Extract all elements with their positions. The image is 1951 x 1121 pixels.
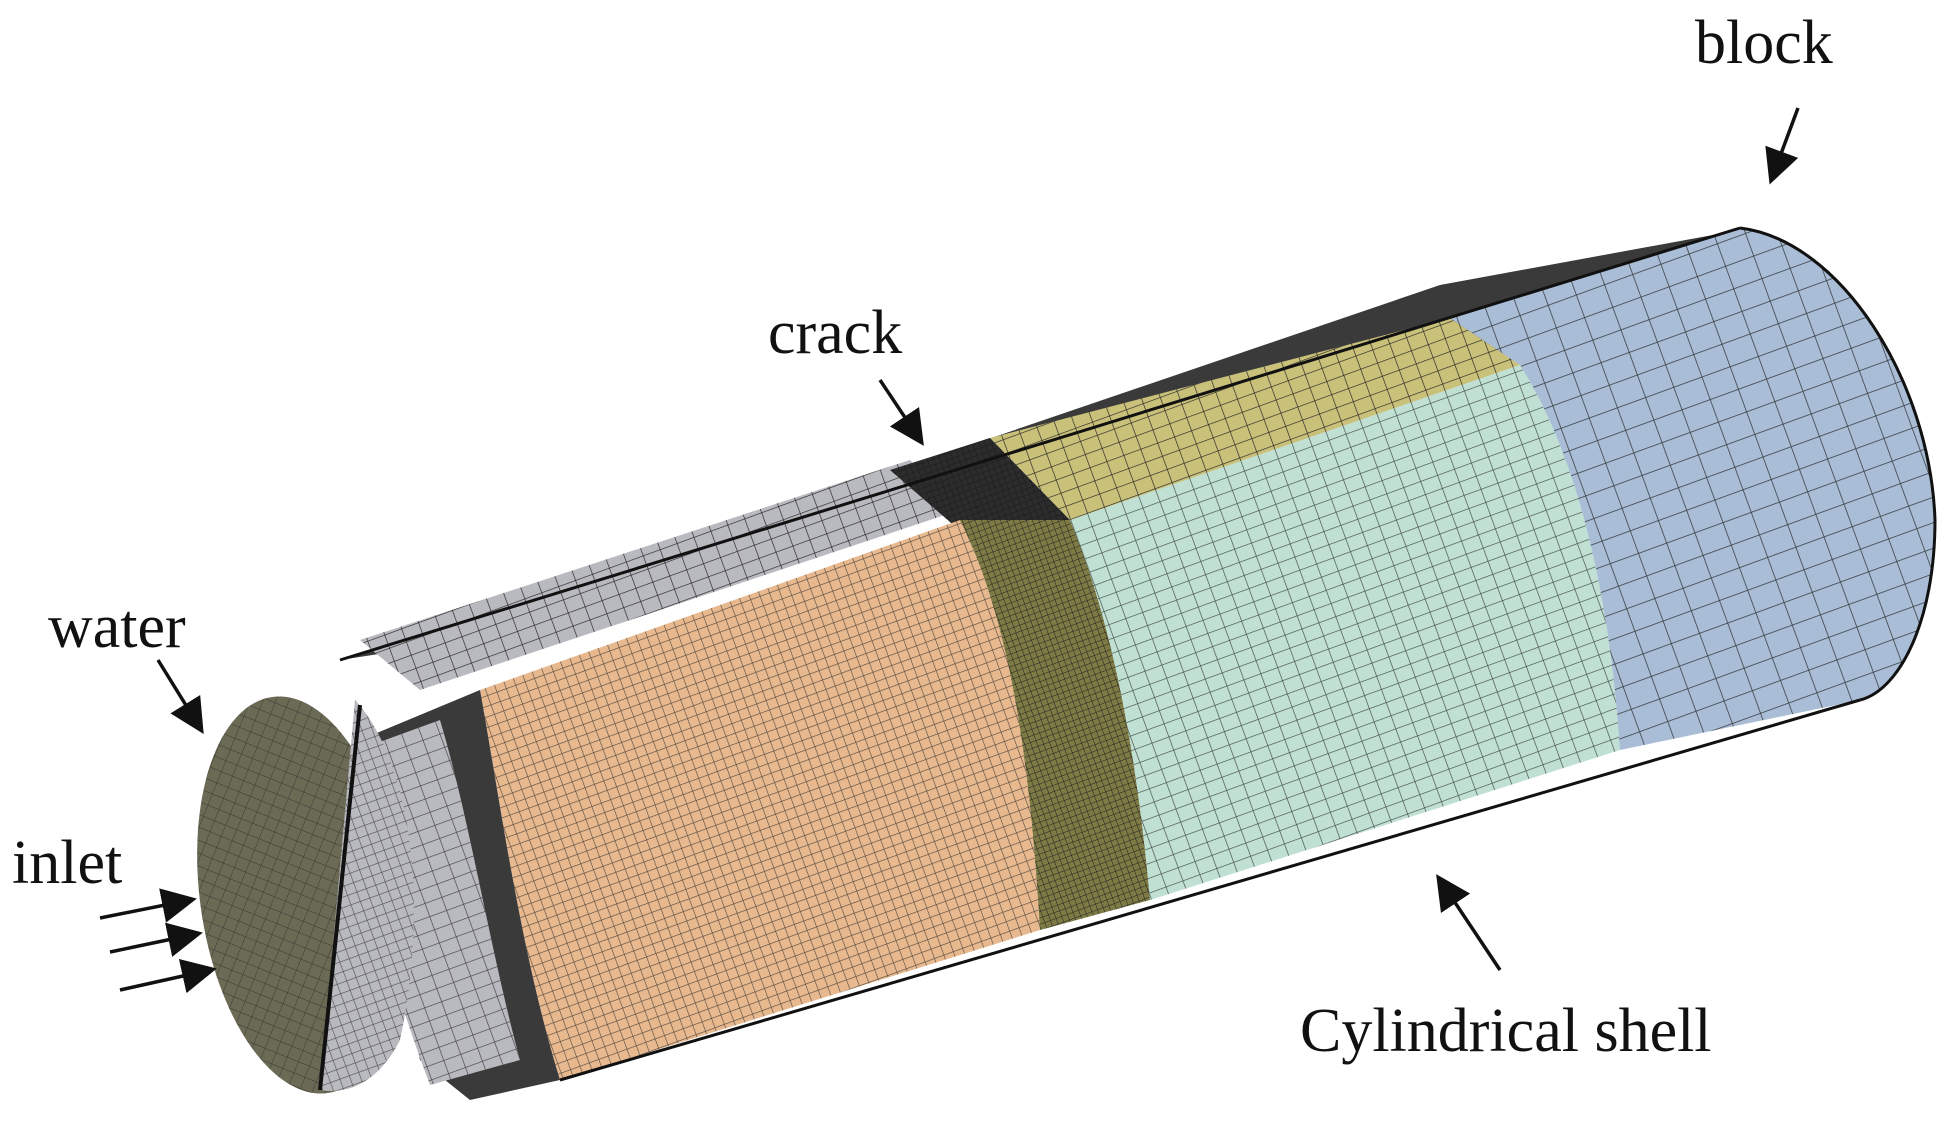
crack-arrow bbox=[878, 379, 924, 446]
label-inlet: inlet bbox=[12, 829, 123, 897]
shell-arrow bbox=[1436, 874, 1502, 971]
annotation-arrows bbox=[99, 107, 1800, 994]
shell-segment-orange bbox=[480, 520, 1040, 1080]
crack-band bbox=[960, 520, 1150, 930]
inlet-arrow-1 bbox=[99, 888, 197, 923]
block-region bbox=[1450, 228, 1935, 750]
label-block: block bbox=[1695, 9, 1833, 77]
label-cylindrical-shell: Cylindrical shell bbox=[1300, 997, 1712, 1065]
block-arrow bbox=[1765, 107, 1800, 185]
inlet-arrow-2 bbox=[109, 922, 203, 957]
water-inlet-face bbox=[197, 696, 414, 1094]
label-crack: crack bbox=[768, 299, 903, 367]
body-outline bbox=[339, 226, 1937, 1082]
label-water: water bbox=[48, 593, 186, 661]
shell-segment-green bbox=[1070, 365, 1620, 900]
water-arrow bbox=[156, 659, 204, 734]
inlet-arrow-3 bbox=[119, 958, 217, 994]
